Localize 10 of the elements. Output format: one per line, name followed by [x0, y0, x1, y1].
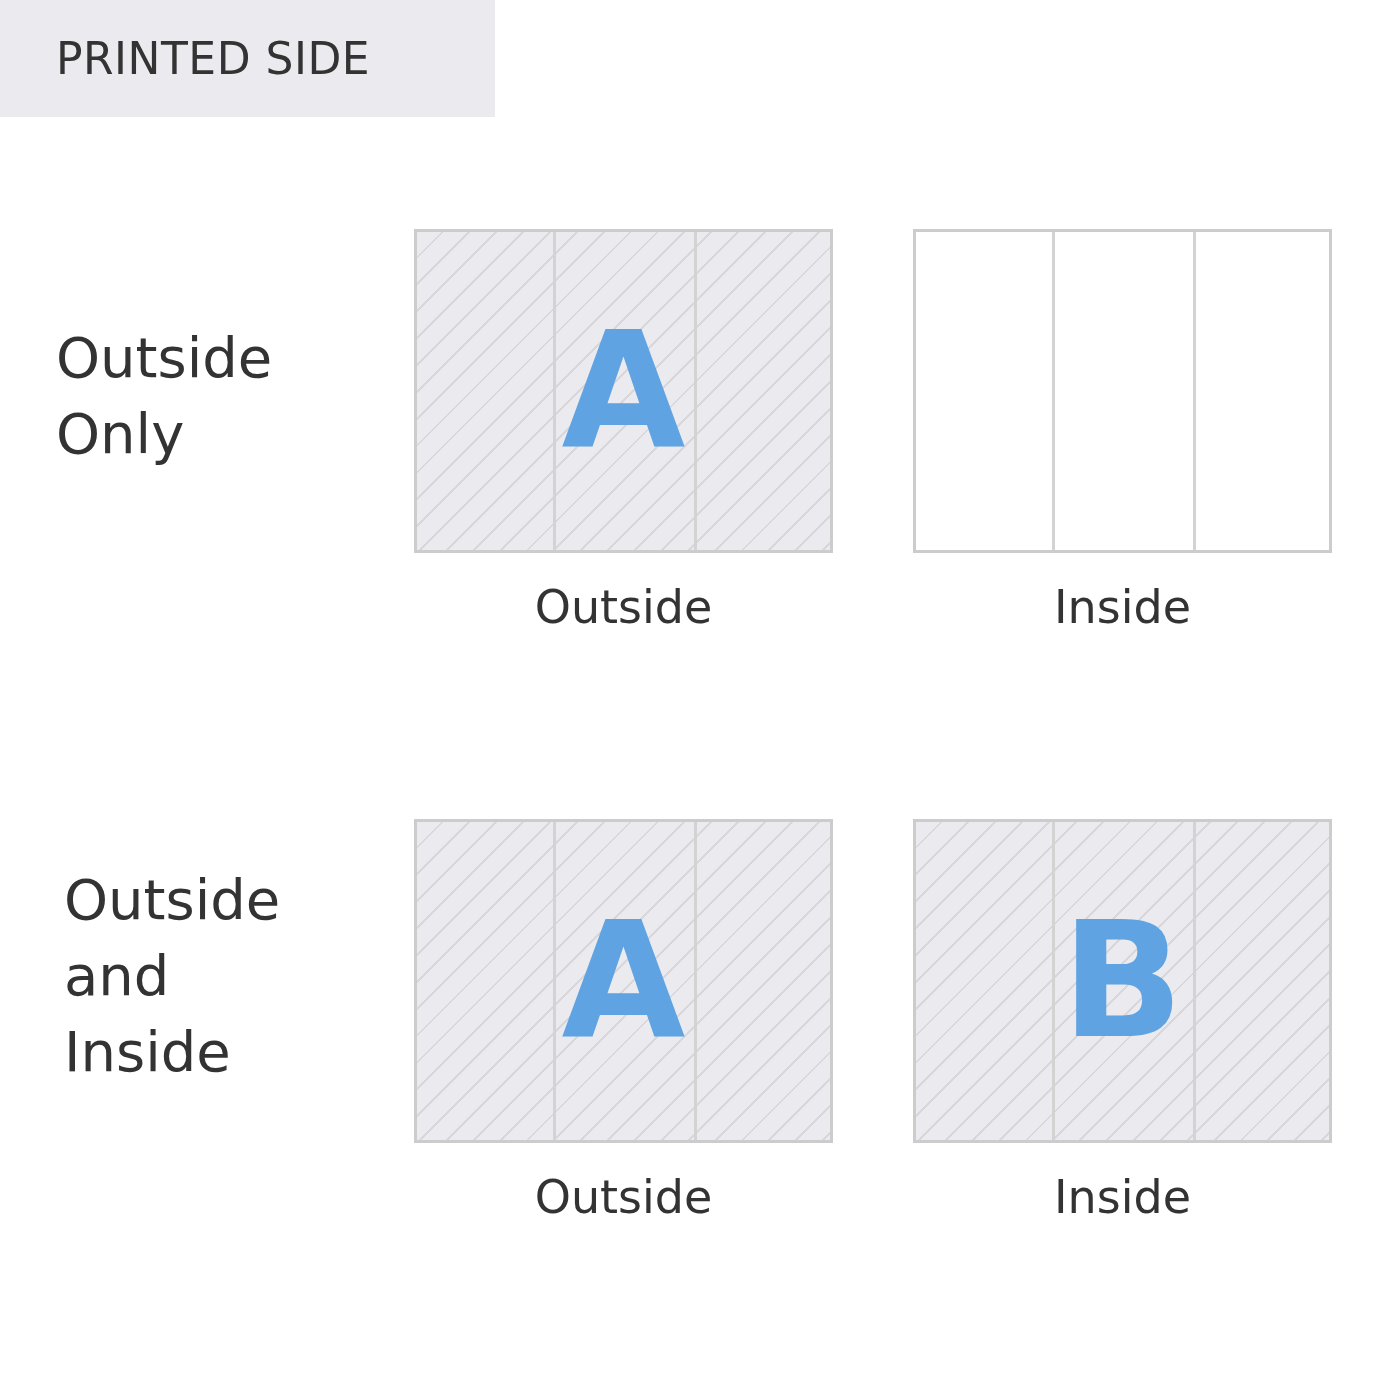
panel-caption: Inside: [1053, 579, 1192, 635]
row-label: Outside Only: [56, 324, 274, 468]
panel-caption: Outside: [533, 1169, 714, 1225]
panel-letter: A: [561, 311, 686, 471]
panel-letter: B: [1061, 901, 1184, 1061]
panel-caption: Inside: [1053, 1169, 1192, 1225]
section-heading: PRINTED SIDE: [0, 0, 495, 117]
row-label: Outside and Inside: [64, 866, 282, 1086]
panel-caption: Outside: [533, 579, 714, 635]
panel-letter: A: [561, 901, 686, 1061]
